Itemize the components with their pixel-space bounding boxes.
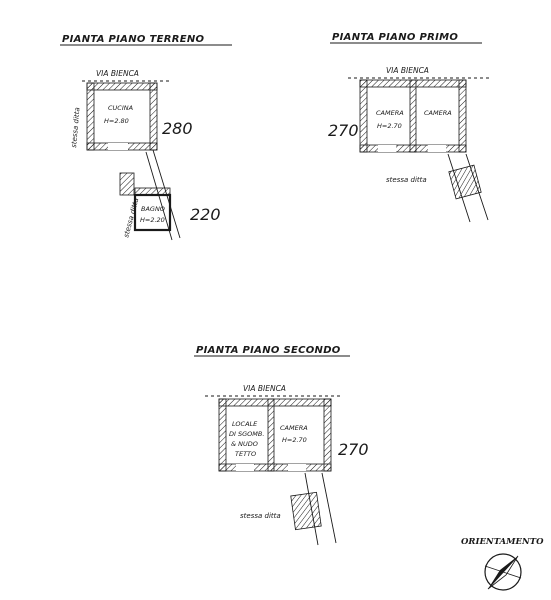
ground-bath-top-wall	[134, 187, 171, 196]
ground-floor-title: PIANTA PIANO TERRENO	[62, 34, 205, 45]
first-south-wall	[359, 144, 467, 153]
second-room-2-label: CAMERA	[280, 424, 308, 432]
second-door-2	[288, 464, 306, 471]
orientation-label: ORIENTAMENTO	[461, 537, 544, 547]
second-height-270: 270	[338, 440, 369, 459]
ground-door-opening	[108, 143, 128, 150]
second-south-wall	[218, 463, 332, 472]
second-middle-wall	[267, 398, 275, 472]
ground-side-label: stessa ditta	[70, 107, 82, 148]
ground-bath-height: H=2.20	[140, 216, 165, 224]
ground-kitchen-height: H=2.80	[104, 117, 129, 125]
first-east-wall	[458, 79, 467, 153]
first-middle-wall	[409, 79, 417, 153]
compass-rose-icon	[484, 553, 522, 591]
ground-floor-plan: PIANTA PIANO TERRENO VIA BIENCA stessa d…	[60, 34, 232, 241]
second-room-1-line-1: LOCALE	[232, 420, 258, 428]
second-north-wall	[218, 398, 332, 407]
second-side-label: stessa ditta	[240, 512, 281, 520]
first-door-2	[428, 145, 446, 152]
second-floor-title: PIANTA PIANO SECONDO	[196, 345, 341, 356]
first-room-1-label: CAMERA	[376, 109, 404, 117]
first-west-wall	[359, 79, 368, 153]
ground-north-wall	[86, 82, 158, 91]
ground-street-label: VIA BIENCA	[96, 69, 139, 78]
second-room-2-height: H=2.70	[282, 436, 307, 444]
ground-west-wall	[86, 82, 95, 151]
second-east-wall	[323, 398, 332, 472]
first-door-1	[378, 145, 396, 152]
first-height-270: 270	[328, 121, 359, 140]
second-door-1	[236, 464, 254, 471]
first-floor-title: PIANTA PIANO PRIMO	[332, 32, 458, 43]
second-stair-treads	[290, 491, 322, 531]
first-side-label: stessa ditta	[386, 176, 427, 184]
ground-height-220: 220	[190, 205, 221, 224]
ground-east-wall	[149, 82, 158, 151]
second-west-wall	[218, 398, 227, 472]
second-room-1-line-4: TETTO	[235, 450, 256, 458]
second-floor-plan: PIANTA PIANO SECONDO VIA BIENCA LOCALE D…	[194, 345, 369, 546]
orientation-block: ORIENTAMENTO	[461, 537, 544, 591]
first-street-label: VIA BIENCA	[386, 66, 429, 75]
first-stair-treads	[448, 164, 482, 200]
ground-stair-hatch	[119, 172, 135, 196]
second-room-1-line-2: DI SGOMB.	[229, 430, 264, 438]
first-room-1-height: H=2.70	[377, 122, 402, 130]
ground-side-label-2: stessa ditta	[122, 197, 140, 238]
first-floor-plan: PIANTA PIANO PRIMO VIA BIENCA CAMERA H=2…	[328, 32, 490, 223]
ground-kitchen-label: CUCINA	[108, 104, 133, 112]
second-street-label: VIA BIENCA	[243, 384, 286, 393]
first-room-2-label: CAMERA	[424, 109, 452, 117]
ground-height-280: 280	[162, 119, 193, 138]
ground-bath-label: BAGNO	[141, 205, 165, 213]
second-room-1-line-3: & NUDO	[231, 440, 258, 448]
second-stair-rail-2	[321, 472, 337, 544]
